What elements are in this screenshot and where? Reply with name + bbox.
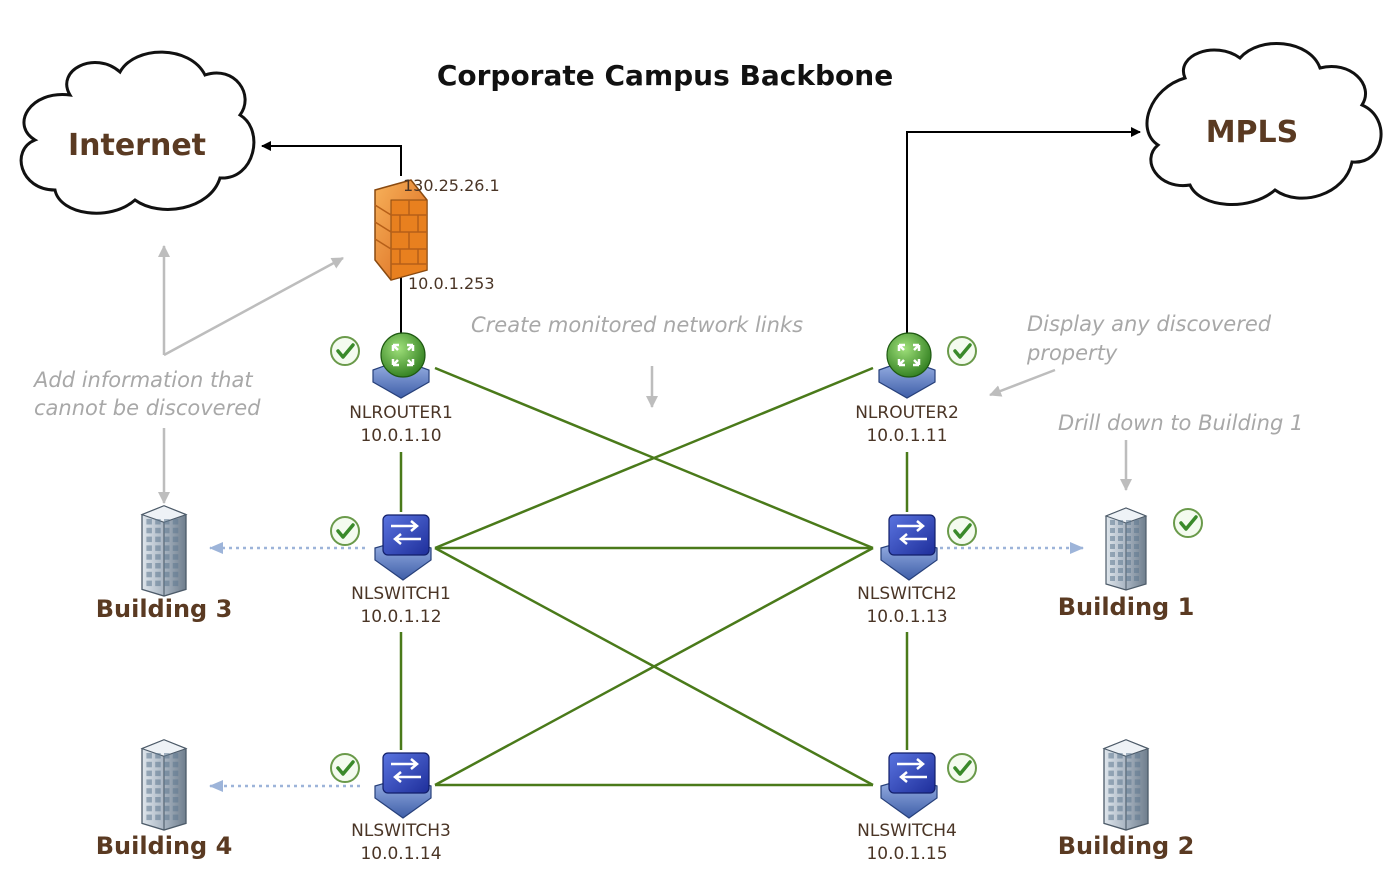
switch1-status-icon: [330, 516, 360, 546]
router1-status-icon: [330, 336, 360, 366]
router2-status-icon: [947, 336, 977, 366]
firewall-ip-inside: 10.0.1.253: [408, 274, 495, 293]
building1-label: Building 1: [1058, 593, 1195, 621]
switch3-icon[interactable]: [374, 752, 432, 819]
router2-mpls-link: [906, 127, 1141, 335]
switch1-icon[interactable]: [374, 514, 432, 581]
link-s2-s3[interactable]: [434, 546, 874, 787]
switch2-icon[interactable]: [880, 514, 938, 581]
switch4-name: NLSWITCH4: [857, 821, 957, 841]
firewall-ip-outside: 130.25.26.1: [403, 176, 500, 195]
link-r2-s1[interactable]: [434, 366, 874, 550]
building1-status-icon: [1173, 508, 1203, 538]
note-drill: Drill down to Building 1: [1058, 411, 1303, 435]
building4-icon[interactable]: [140, 739, 188, 831]
switch3-name: NLSWITCH3: [351, 821, 451, 841]
internet-label: Internet: [68, 128, 206, 163]
router1-ip: 10.0.1.10: [360, 426, 441, 446]
firewall-icon[interactable]: [374, 179, 428, 281]
note-add-info-line1: Add information that: [32, 368, 253, 392]
switch2-name: NLSWITCH2: [857, 584, 957, 604]
annotation-arrow-property: [989, 368, 1056, 397]
router2-icon[interactable]: [878, 332, 936, 399]
mpls-cloud[interactable]: MPLS: [1145, 42, 1383, 207]
firewall-internet-link: [261, 141, 402, 176]
switch2-ip: 10.0.1.13: [866, 607, 947, 627]
router2-ip: 10.0.1.11: [866, 426, 947, 446]
internet-cloud[interactable]: Internet: [19, 50, 256, 215]
annotation-arrow-firewall: [163, 256, 344, 357]
building2-label: Building 2: [1058, 832, 1195, 860]
switch1-name: NLSWITCH1: [351, 584, 451, 604]
building3-label: Building 3: [96, 595, 233, 623]
switch4-icon[interactable]: [880, 752, 938, 819]
mpls-label: MPLS: [1206, 115, 1299, 150]
building2-icon[interactable]: [1102, 739, 1150, 831]
building3-icon[interactable]: [140, 505, 188, 597]
note-add-info-line2: cannot be discovered: [34, 396, 261, 420]
note-links: Create monitored network links: [471, 313, 803, 337]
switch4-status-icon: [947, 753, 977, 783]
note-property-line2: property: [1026, 341, 1118, 365]
router1-icon[interactable]: [372, 332, 430, 399]
note-property-line1: Display any discovered: [1027, 312, 1272, 336]
switch1-ip: 10.0.1.12: [360, 607, 441, 627]
router1-name: NLROUTER1: [349, 403, 453, 423]
router2-name: NLROUTER2: [855, 403, 959, 423]
page-title: Corporate Campus Backbone: [437, 59, 893, 92]
switch3-status-icon: [330, 753, 360, 783]
building1-icon[interactable]: [1104, 507, 1148, 591]
switch3-ip: 10.0.1.14: [360, 844, 441, 864]
building4-label: Building 4: [96, 832, 233, 860]
switch2-status-icon: [947, 516, 977, 546]
switch4-ip: 10.0.1.15: [866, 844, 947, 864]
monitored-links: [399, 366, 909, 787]
